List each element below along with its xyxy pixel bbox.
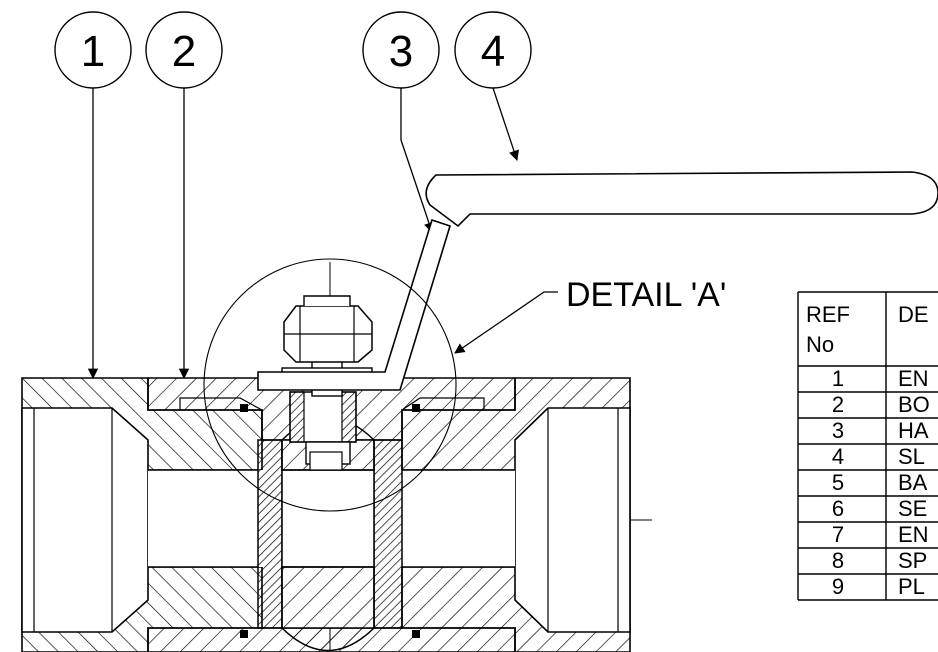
leader-4	[492, 87, 519, 161]
balloon-1-label: 1	[81, 27, 105, 76]
table-cell-desc: BA	[898, 470, 928, 495]
balloon-2-label: 2	[172, 27, 196, 76]
leader-3	[400, 88, 434, 233]
balloon-4: 4	[454, 11, 532, 89]
table-cell-desc: SL	[898, 444, 925, 469]
end-connector-left	[21, 377, 263, 652]
table-cell-ref: 9	[832, 574, 844, 599]
table-cell-desc: PL	[898, 574, 925, 599]
detail-a-circle	[203, 258, 457, 512]
table-cell-desc: SE	[898, 496, 927, 521]
table-cell-desc: SP	[898, 548, 927, 573]
table-cell-ref: 1	[832, 366, 844, 391]
table-cell-desc: EN	[898, 366, 929, 391]
table-cell-desc: HA	[898, 418, 929, 443]
table-cell-ref: 2	[832, 392, 844, 417]
table-cell-ref: 8	[832, 548, 844, 573]
seat-left	[257, 439, 283, 629]
balloon-4-label: 4	[481, 27, 505, 76]
balloon-1: 1	[54, 11, 132, 89]
seat-right	[373, 439, 403, 629]
leader-detail	[454, 291, 558, 354]
table-cell-desc: EN	[898, 522, 929, 547]
table-cell-ref: 5	[832, 470, 844, 495]
table-cell-ref: 3	[832, 418, 844, 443]
table-cell-ref: 6	[832, 496, 844, 521]
table-header-ref: REF	[806, 302, 850, 327]
stem-assembly	[281, 295, 373, 471]
table-cell-desc: BO	[898, 392, 930, 417]
table-cell-ref: 4	[832, 444, 844, 469]
detail-a-label: DETAIL 'A'	[566, 276, 726, 314]
handle	[257, 171, 938, 391]
balloon-3-label: 3	[389, 27, 413, 76]
body-seals	[240, 404, 420, 638]
table-header-no: No	[806, 332, 834, 357]
balloon-3: 3	[362, 11, 440, 89]
leader-lines	[87, 87, 558, 380]
balloon-2: 2	[145, 11, 223, 89]
table-header-desc: DE	[898, 302, 929, 327]
table-cell-ref: 7	[832, 522, 844, 547]
end-connector-right	[401, 377, 631, 652]
